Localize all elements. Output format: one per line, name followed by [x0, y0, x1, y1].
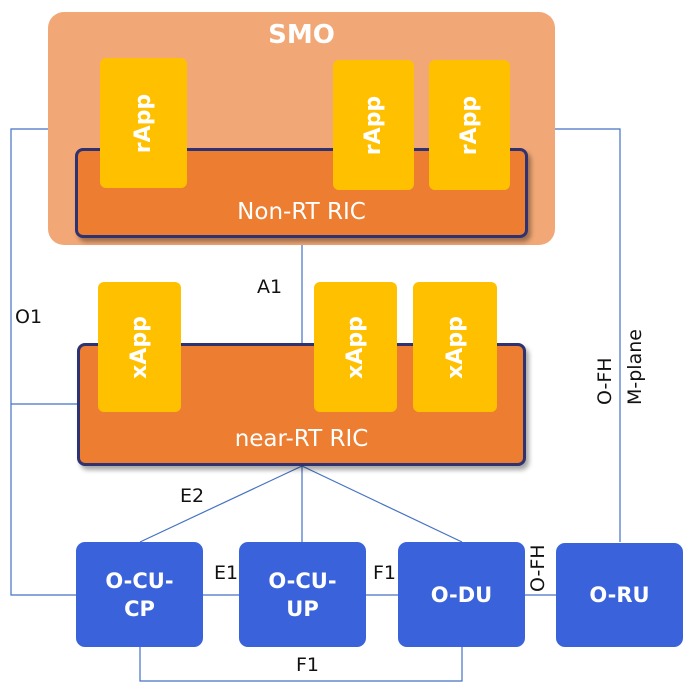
- smo-title: SMO: [268, 20, 335, 50]
- ofh-mplane-connector: [555, 128, 621, 542]
- e1-label: E1: [214, 562, 239, 584]
- xapp-1: xApp: [98, 282, 181, 412]
- o-cu-up-node: O-CU- UP: [239, 542, 366, 647]
- o-cu-up-label-line2: UP: [286, 596, 319, 621]
- xapp-3: xApp: [413, 282, 497, 412]
- ofh-mplane-label-line2: M-plane: [624, 329, 646, 405]
- ofh-label: O-FH: [527, 544, 549, 592]
- near-rt-ric-label: near-RT RIC: [234, 426, 369, 452]
- f1-label-bottom: F1: [296, 654, 320, 676]
- non-rt-ric-label: Non-RT RIC: [237, 199, 366, 225]
- o-du-label: O-DU: [430, 582, 493, 607]
- rapp-label: rApp: [457, 95, 482, 155]
- e2-label: E2: [180, 485, 205, 507]
- xapp-label: xApp: [343, 315, 368, 379]
- o-du-node: O-DU: [398, 542, 525, 647]
- o-cu-cp-label-line2: CP: [124, 596, 155, 621]
- f1-connector-bottom: [139, 647, 463, 682]
- xapp-label: xApp: [127, 315, 152, 379]
- o-cu-up-label-line1: O-CU-: [268, 568, 337, 593]
- e2-connector-du: [301, 465, 463, 543]
- a1-label: A1: [257, 276, 283, 298]
- e2-connector-cp: [139, 465, 303, 543]
- f1-label-top: F1: [373, 562, 397, 584]
- xapp-2: xApp: [314, 282, 397, 412]
- o1-label: O1: [15, 306, 43, 328]
- rapp-1: rApp: [100, 58, 187, 188]
- rapp-label: rApp: [131, 93, 156, 153]
- ofh-mplane-label-line1: O-FH: [594, 357, 616, 405]
- rapp-2: rApp: [333, 60, 414, 190]
- o-ru-node: O-RU: [556, 543, 683, 647]
- rapp-3: rApp: [429, 60, 510, 190]
- xapp-label: xApp: [442, 315, 468, 379]
- o-ru-label: O-RU: [589, 583, 650, 607]
- o-cu-cp-label-line1: O-CU-: [105, 568, 174, 593]
- rapp-label: rApp: [361, 95, 386, 155]
- o1-connector: [10, 128, 76, 596]
- o-cu-cp-node: O-CU- CP: [76, 542, 203, 647]
